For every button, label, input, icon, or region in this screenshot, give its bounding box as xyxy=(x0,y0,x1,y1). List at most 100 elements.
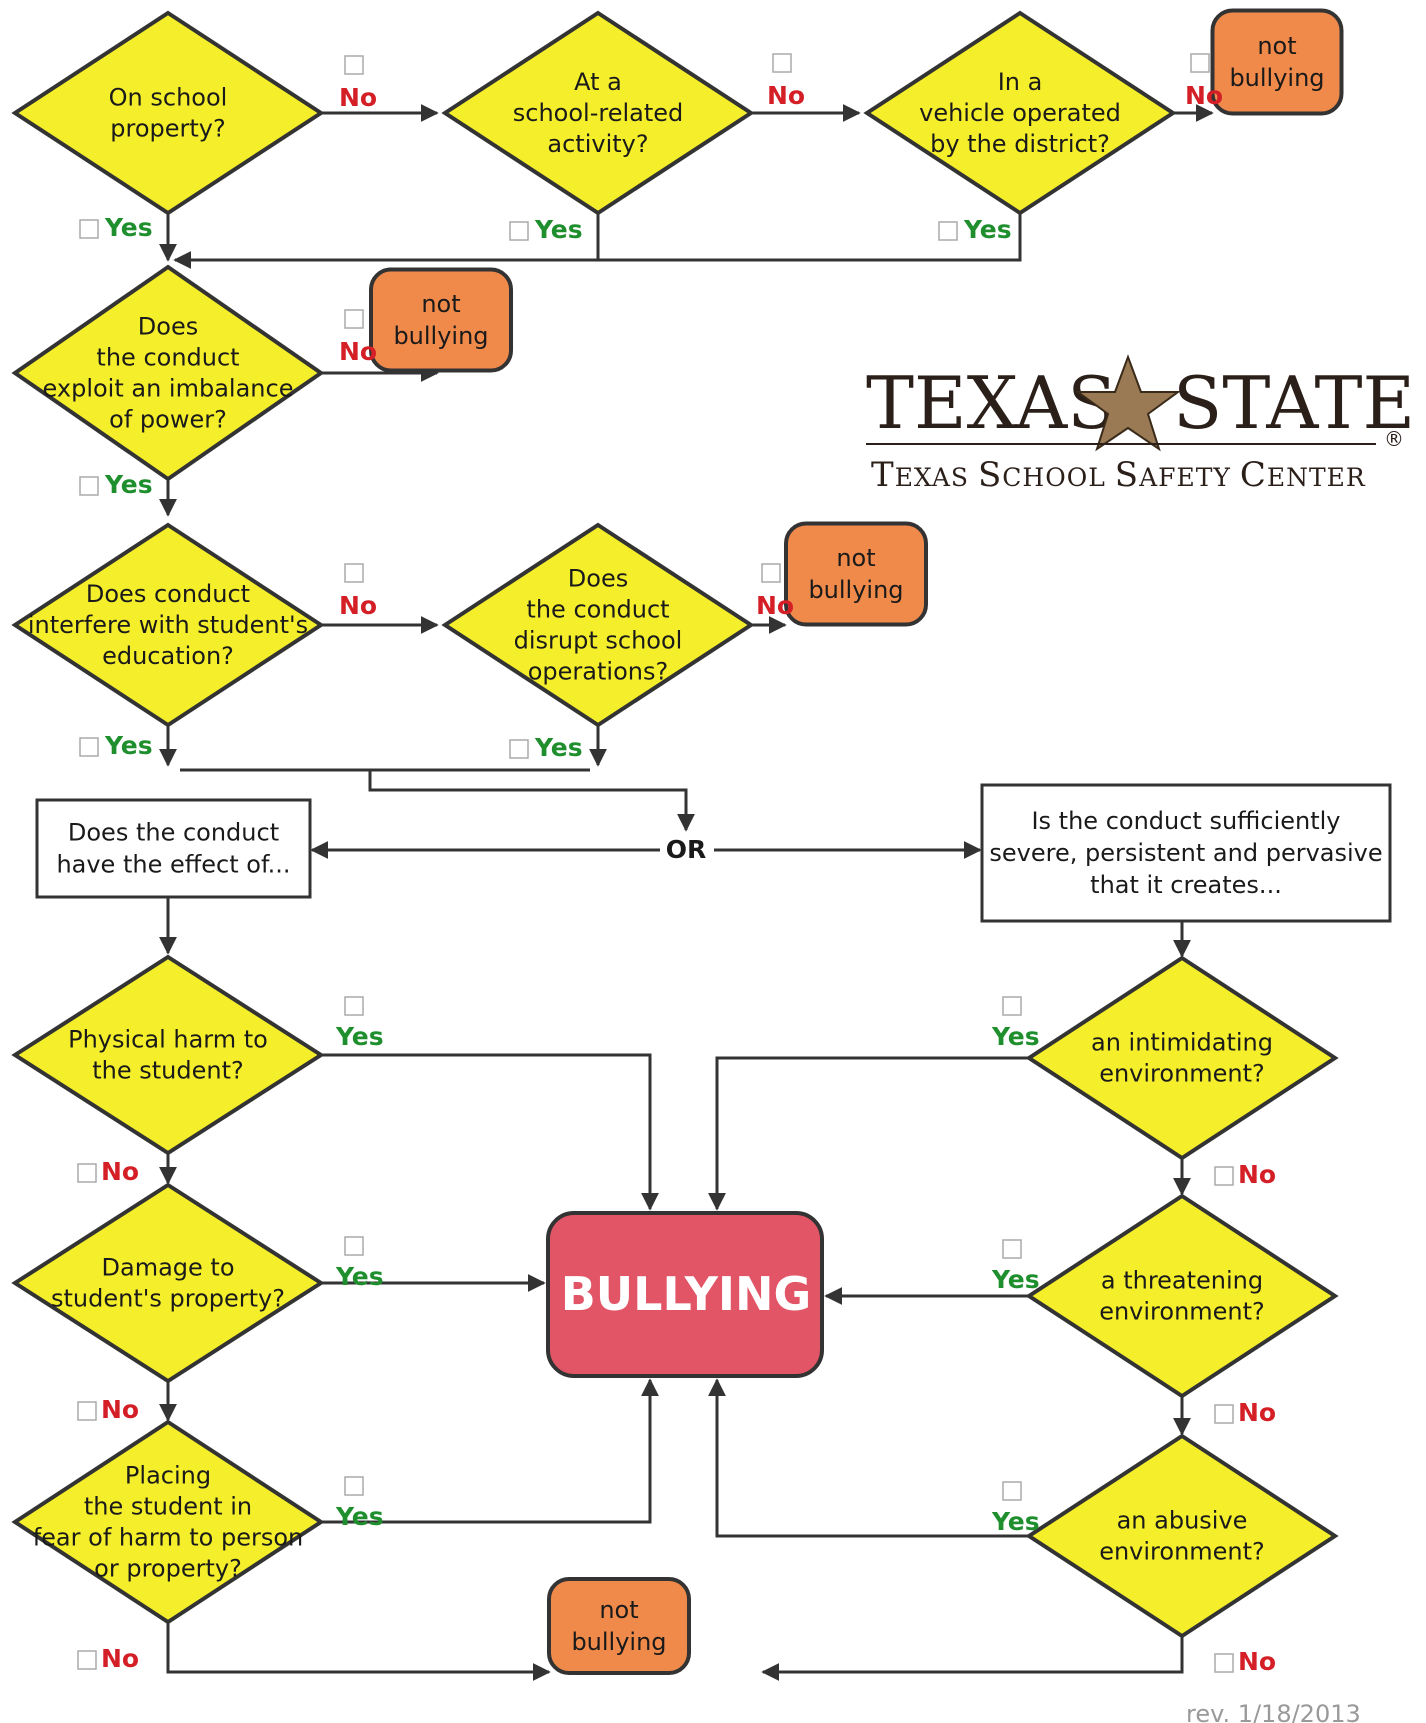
bullying-outcome: BULLYING xyxy=(546,1211,824,1378)
answer-checkbox[interactable] xyxy=(344,55,364,75)
logo-state-word: STATE xyxy=(1173,361,1415,445)
answer-checkbox[interactable] xyxy=(509,221,529,241)
answer-checkbox[interactable] xyxy=(772,53,792,73)
answer-checkbox[interactable] xyxy=(77,1401,97,1421)
shape-text-line: the conduct xyxy=(526,596,669,624)
decision-diamond-shape xyxy=(441,522,755,728)
shape-text-line: the conduct xyxy=(96,344,239,372)
yes-label: Yes xyxy=(534,733,583,762)
shape-text-line: vehicle operated xyxy=(919,99,1121,127)
answer-checkbox[interactable] xyxy=(1002,1239,1022,1259)
shape-text-line: the student? xyxy=(92,1057,244,1085)
shape-text-line: bullying xyxy=(808,576,903,604)
connector-line xyxy=(708,1056,1029,1211)
shape-text-line: the student in xyxy=(84,1493,252,1521)
shape-text-line: Physical harm to xyxy=(68,1026,268,1054)
yes-label: Yes xyxy=(335,1502,384,1531)
shape-text-line: Placing xyxy=(125,1462,211,1490)
decision-diamond-shape xyxy=(1025,1433,1339,1639)
no-label: No xyxy=(339,83,377,112)
answer-checkbox[interactable] xyxy=(1214,1166,1234,1186)
shape-text-line: bullying xyxy=(393,322,488,350)
decision-diamond-shape xyxy=(1025,955,1339,1161)
shape-text-line: of power? xyxy=(109,406,227,434)
yes-label: Yes xyxy=(991,1022,1040,1051)
shape-text-line: Damage to xyxy=(102,1254,235,1282)
yes-label: Yes xyxy=(963,215,1012,244)
shape-text-line: school-related xyxy=(513,99,684,127)
no-label: No xyxy=(101,1395,139,1424)
bullying-label: BULLYING xyxy=(561,1267,812,1321)
answer-checkbox[interactable] xyxy=(79,737,99,757)
shape-text-line: environment? xyxy=(1099,1298,1265,1326)
yes-label: Yes xyxy=(991,1507,1040,1536)
question-box-shape xyxy=(980,783,1392,923)
shape-text-line: bullying xyxy=(571,1628,666,1656)
yes-label: Yes xyxy=(335,1262,384,1291)
answer-checkbox[interactable] xyxy=(344,1476,364,1496)
answer-checkbox[interactable] xyxy=(1190,53,1210,73)
answer-checkbox[interactable] xyxy=(344,1236,364,1256)
decision-diamond-shape xyxy=(441,10,755,216)
outcome-box-shape xyxy=(784,521,928,627)
question-box-shape xyxy=(35,798,312,899)
answer-checkbox[interactable] xyxy=(79,476,99,496)
shape-text-line: disrupt school xyxy=(514,627,683,655)
answer-checkbox[interactable] xyxy=(509,739,529,759)
answer-checkbox[interactable] xyxy=(344,996,364,1016)
decision-district-vehicle: In a vehicle operated by the district? xyxy=(863,10,1177,216)
shape-text-line: not xyxy=(1257,32,1296,60)
connector-line xyxy=(368,770,695,832)
answer-checkbox[interactable] xyxy=(77,1163,97,1183)
no-label: No xyxy=(1238,1647,1276,1676)
outcome-box-shape xyxy=(369,267,513,373)
shape-text-line: Does conduct xyxy=(86,580,250,608)
yes-label: Yes xyxy=(104,731,153,760)
answer-checkbox[interactable] xyxy=(344,309,364,329)
answer-checkbox[interactable] xyxy=(1002,1481,1022,1501)
no-label: No xyxy=(101,1644,139,1673)
connectors xyxy=(159,104,1214,1681)
shape-text-line: activity? xyxy=(547,130,648,158)
shape-text-line: by the district? xyxy=(930,130,1110,158)
answer-checkbox[interactable] xyxy=(79,219,99,239)
shape-text-line: Does the conduct xyxy=(68,819,279,847)
outcome-box-shape xyxy=(1210,8,1344,116)
answer-checkbox[interactable] xyxy=(761,563,781,583)
decision-diamond-shape xyxy=(11,264,325,482)
connector-line xyxy=(708,1378,1029,1538)
answer-checkbox[interactable] xyxy=(1214,1404,1234,1424)
yes-label: Yes xyxy=(991,1265,1040,1294)
logo-registered-mark: ® xyxy=(1384,427,1404,451)
answer-checkbox[interactable] xyxy=(1214,1653,1234,1673)
decision-physical-harm: Physical harm to the student? xyxy=(11,954,325,1156)
shape-text-line: In a xyxy=(998,68,1043,96)
answer-checkbox[interactable] xyxy=(77,1650,97,1670)
answer-checkbox[interactable] xyxy=(344,563,364,583)
logo-texas-word: TEXAS xyxy=(866,361,1117,445)
not-bullying-outcome-4: not bullying xyxy=(547,1577,691,1675)
shape-text-line: environment? xyxy=(1099,1060,1265,1088)
decision-diamond-shape xyxy=(11,1419,325,1625)
decision-fear-of-harm: Placing the student in fear of harm to per… xyxy=(11,1419,325,1625)
decision-diamond-shape xyxy=(11,954,325,1156)
shape-text-line: Is the conduct sufficiently xyxy=(1031,807,1340,835)
shape-text-line: not xyxy=(599,1596,638,1624)
shape-text-line: fear of harm to person xyxy=(33,1524,304,1552)
yes-label: Yes xyxy=(534,215,583,244)
shape-text-line: Does xyxy=(568,565,628,593)
yes-label: Yes xyxy=(104,213,153,242)
answer-checkbox[interactable] xyxy=(1002,996,1022,1016)
shape-text-line: property? xyxy=(110,115,225,143)
answer-checkbox[interactable] xyxy=(938,221,958,241)
